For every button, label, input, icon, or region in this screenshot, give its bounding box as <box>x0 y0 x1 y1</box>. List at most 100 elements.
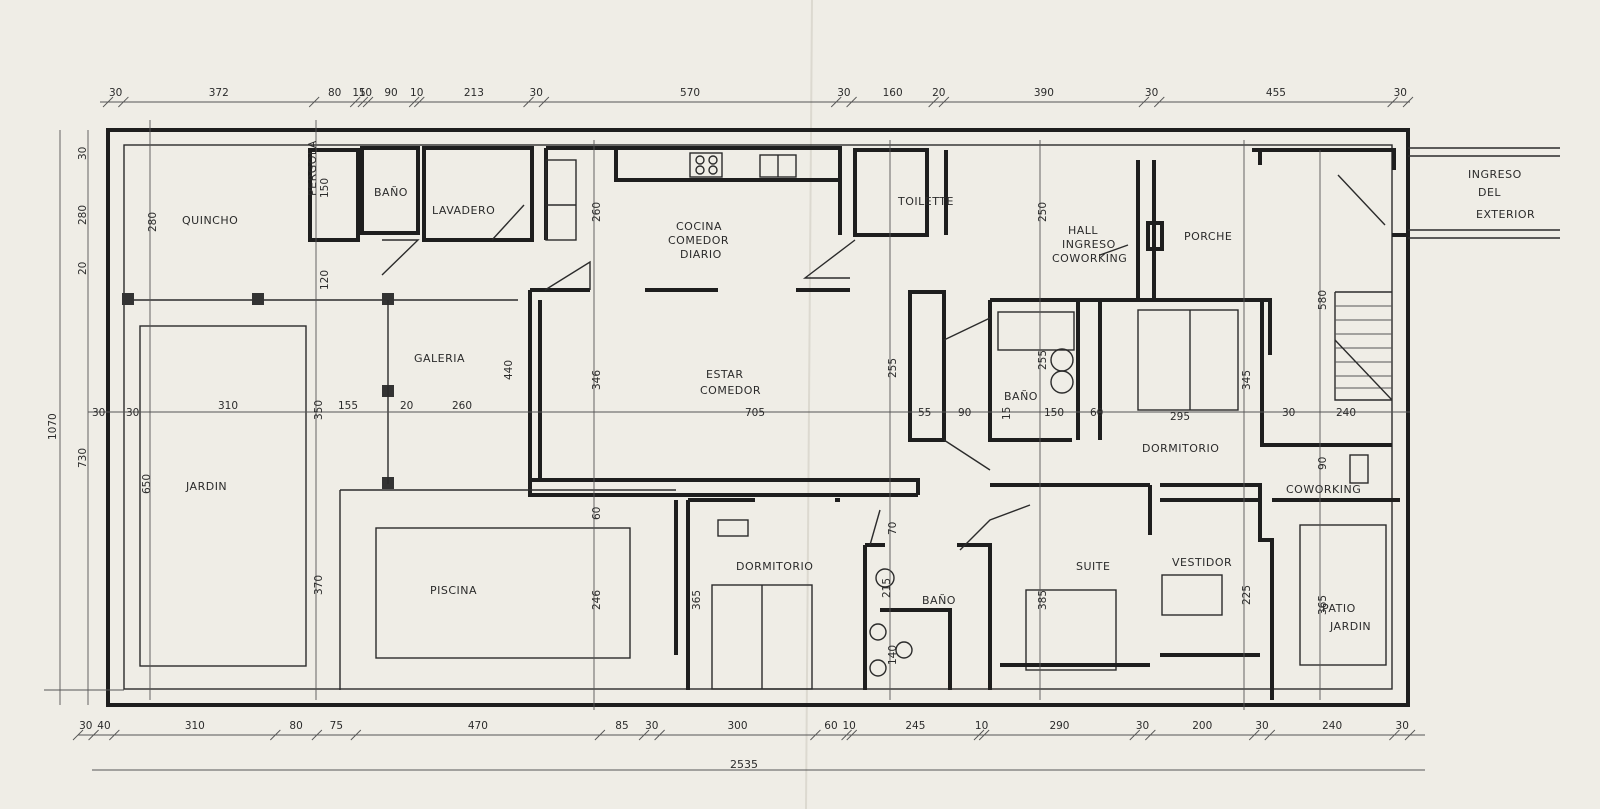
column-post <box>122 293 134 305</box>
interior-dimensions: 310 155 20 260 705 55 90 150 60 295 30 2… <box>88 120 1410 710</box>
top-dim-tick <box>102 96 114 108</box>
dim-580: 580 <box>1317 290 1329 310</box>
dim-left-30: 30 <box>77 147 89 160</box>
dim-705: 705 <box>745 407 765 419</box>
dim-30-mid: 30 <box>126 407 139 419</box>
label-lavadero: LAVADERO <box>432 204 495 217</box>
bottom-dim-tick <box>72 729 84 741</box>
paper-fold-line <box>805 0 813 809</box>
dim-365: 365 <box>691 590 703 610</box>
top-dim-tick <box>362 96 374 108</box>
dim-260-cocina: 260 <box>591 202 603 222</box>
dim-215: 215 <box>881 578 893 598</box>
bottom-dim-label: 75 <box>330 720 343 732</box>
dim-370: 370 <box>313 575 325 595</box>
dim-30-left: 30 <box>92 407 105 419</box>
label-quincho: QUINCHO <box>182 214 238 227</box>
dim-30-right: 30 <box>1282 407 1295 419</box>
dim-left-730: 730 <box>77 448 89 468</box>
bottom-dim-label: 60 <box>824 720 837 732</box>
label-bano-3: BAÑO <box>1004 390 1038 403</box>
bottom-dim-label: 470 <box>468 720 488 732</box>
bottom-dim-tick <box>1404 729 1416 741</box>
top-dim-label: 30 <box>530 87 543 99</box>
bottom-dim-tick <box>638 729 650 741</box>
dim-15: 15 <box>1001 407 1013 420</box>
bottom-dim-label: 40 <box>97 720 110 732</box>
column-post <box>252 293 264 305</box>
dim-120: 120 <box>319 270 331 290</box>
dim-55: 55 <box>918 407 931 419</box>
label-comedor-diario-2: DIARIO <box>680 248 722 261</box>
top-dim-label: 213 <box>464 87 484 99</box>
bottom-dim-label: 240 <box>1322 720 1342 732</box>
dim-250: 250 <box>1037 202 1049 222</box>
dim-350: 350 <box>313 400 325 420</box>
top-dim-tick <box>538 96 550 108</box>
bottom-dim-label: 80 <box>289 720 302 732</box>
bottom-dim-tick <box>654 729 665 741</box>
label-piscina: PISCINA <box>430 584 477 597</box>
piscina-outline <box>375 527 631 659</box>
dim-385: 385 <box>1037 590 1049 610</box>
label-del: DEL <box>1478 186 1501 199</box>
top-dim-tick <box>1402 96 1414 108</box>
bottom-dim-label: 290 <box>1049 720 1069 732</box>
top-dim-tick <box>830 96 842 108</box>
bottom-dim-tick <box>846 729 858 741</box>
label-hall: HALL <box>1068 224 1098 237</box>
top-dim-label: 90 <box>384 87 397 99</box>
label-cocina: COCINA <box>676 220 722 233</box>
top-dim-label: 455 <box>1266 87 1286 99</box>
bottom-dim-tick <box>978 729 990 741</box>
label-jardin: JARDIN <box>185 480 227 493</box>
dim-280: 280 <box>147 212 159 232</box>
bottom-dim-tick <box>1264 729 1276 741</box>
dim-246: 246 <box>591 590 603 610</box>
dim-260: 260 <box>452 400 472 412</box>
top-dim-tick <box>357 96 369 108</box>
top-dim-label: 10 <box>410 87 423 99</box>
total-width-label: 2535 <box>730 758 758 771</box>
dim-left-280: 280 <box>77 205 89 225</box>
dim-60: 60 <box>1090 407 1103 419</box>
dim-140: 140 <box>887 645 899 665</box>
door-swings <box>381 204 1129 551</box>
bottom-dim-tick <box>1248 729 1260 741</box>
label-vestidor: VESTIDOR <box>1172 556 1232 569</box>
top-dim-tick <box>349 96 361 108</box>
bottom-dim-label: 85 <box>615 720 628 732</box>
label-dormitorio-1: DORMITORIO <box>736 560 813 573</box>
top-dim-tick <box>928 96 939 108</box>
dim-345: 345 <box>1241 370 1253 390</box>
bottom-dim-tick <box>841 729 852 741</box>
label-suite: SUITE <box>1076 560 1110 573</box>
bottom-dim-tick <box>350 729 362 741</box>
top-dim-label: 15 <box>352 87 365 99</box>
label-toilette: TOILETTE <box>897 195 954 208</box>
bottom-dim-label: 30 <box>645 720 658 732</box>
label-patio-jardin: JARDIN <box>1329 620 1371 633</box>
dim-90: 90 <box>958 407 971 419</box>
stair <box>1334 174 1393 401</box>
dim-365-patio: 365 <box>1317 595 1329 615</box>
column-post <box>382 293 394 305</box>
bottom-dim-label: 10 <box>975 720 988 732</box>
bottom-dim-tick <box>88 729 99 741</box>
bottom-dim-label: 10 <box>842 720 855 732</box>
dim-20: 20 <box>400 400 413 412</box>
dim-left-20: 20 <box>77 262 89 275</box>
label-estar: ESTAR <box>706 368 743 381</box>
label-ingreso: INGRESO <box>1468 168 1522 181</box>
top-dim-tick <box>1153 96 1165 108</box>
dim-255-bano: 255 <box>1037 350 1049 370</box>
dim-90-cow: 90 <box>1317 457 1329 470</box>
top-dim-tick <box>118 96 129 108</box>
top-dim-tick <box>1387 96 1398 108</box>
dim-150: 150 <box>1044 407 1064 419</box>
dim-346: 346 <box>591 370 603 390</box>
top-dim-label: 160 <box>883 87 903 99</box>
bottom-dim-label: 30 <box>1136 720 1149 732</box>
bottom-dim-tick <box>311 729 323 741</box>
